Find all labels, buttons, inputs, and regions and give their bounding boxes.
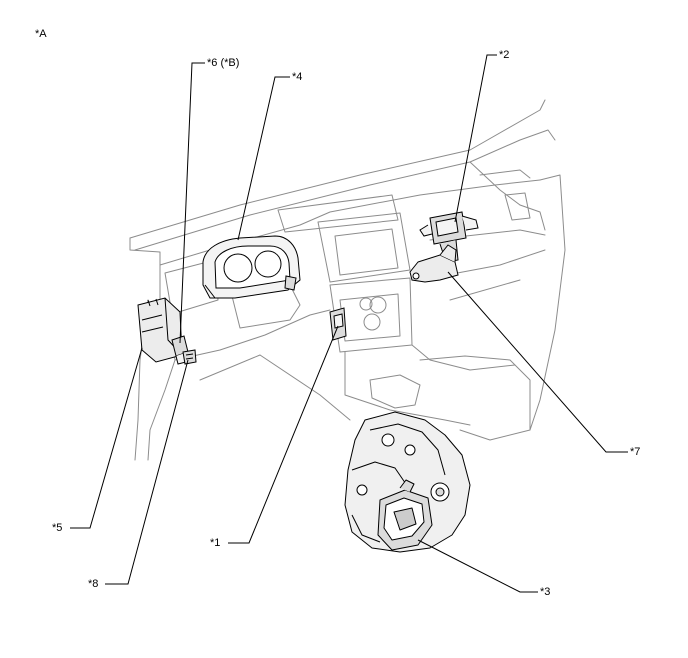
callout-label-4: *4 [292,71,303,83]
transmission-assembly-part [344,411,471,553]
callout-label-7: *7 [630,446,641,458]
leader-line-c5 [70,347,143,529]
view-label: *A [35,28,47,40]
leader-line-c4 [237,76,290,241]
bracket-part [409,244,459,283]
callout-label-5: *5 [52,522,63,534]
console-switch-part [329,307,347,341]
callout-label-6: *6 (*B) [207,57,240,69]
leader-lines [70,54,628,593]
combination-meter-part [202,235,301,299]
leader-line-c1 [228,325,339,544]
leader-line-c6 [179,62,205,344]
upper-right-module-part [419,211,479,263]
callout-label-8: *8 [88,578,99,590]
dashboard-outline [129,99,566,461]
leader-line-c2 [454,54,497,223]
callout-label-2: *2 [499,49,510,61]
leader-line-c8 [105,359,189,585]
callout-label-1: *1 [210,537,221,549]
leader-line-c3 [417,539,538,593]
leader-line-c7 [447,271,628,453]
connector-part [182,349,197,365]
callout-label-3: *3 [540,586,551,598]
left-ecu-part [137,297,183,363]
